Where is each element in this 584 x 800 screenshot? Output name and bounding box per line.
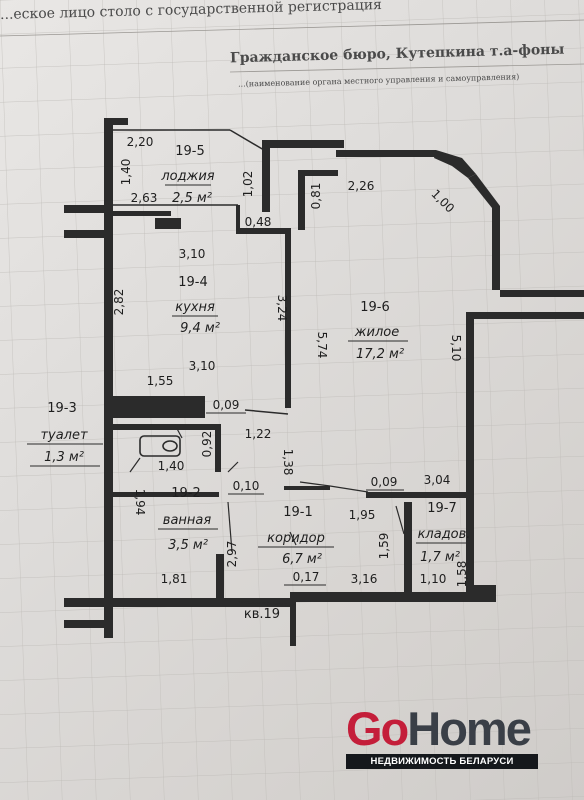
- dim-label: 3,10: [179, 247, 206, 261]
- room-code-living: 19-6: [360, 300, 390, 315]
- room-code-corridor: 19-1: [283, 505, 313, 520]
- dim-label: 0,09: [371, 475, 398, 489]
- toilet-fixture-icon: [139, 435, 181, 457]
- logo-word-home: Home: [407, 702, 532, 755]
- dim-label: 1,00: [428, 187, 457, 216]
- room-area-toilet: 1,3 м²: [44, 450, 84, 465]
- logo-word-go: Go: [346, 702, 409, 755]
- dim-label: 1,94: [133, 489, 147, 516]
- room-name-toilet: туалет: [40, 428, 88, 443]
- dim-label: 2,63: [131, 191, 158, 205]
- dim-label: 1,95: [349, 508, 376, 522]
- dim-label: 0,09: [213, 398, 240, 412]
- room-code-kitchen: 19-4: [178, 275, 208, 290]
- dim-label: 0,81: [309, 183, 323, 210]
- dim-label: 1,38: [281, 449, 295, 476]
- dim-label: 0,92: [200, 431, 214, 458]
- dim-label: 1,81: [161, 572, 188, 586]
- dim-label: 2,20: [127, 135, 154, 149]
- dim-label: 3,16: [351, 572, 378, 586]
- room-code-storage: 19-7: [427, 501, 457, 516]
- dim-label: 1,22: [245, 427, 272, 441]
- room-name-kitchen: кухня: [175, 300, 215, 315]
- logo-tagline: НЕДВИЖИМОСТЬ БЕЛАРУСИ: [346, 754, 538, 769]
- room-area-corridor: 6,7 м²: [282, 552, 322, 567]
- logo-wordmark: GoHome: [346, 705, 538, 753]
- dim-label: 5,10: [449, 335, 463, 362]
- dim-label: 3,04: [424, 473, 451, 487]
- room-name-loggia: лоджия: [160, 169, 214, 184]
- dim-label: 2,97: [225, 541, 239, 568]
- gohome-logo: GoHome НЕДВИЖИМОСТЬ БЕЛАРУСИ: [346, 705, 538, 769]
- dim-label: 1,40: [119, 159, 133, 186]
- room-area-living: 17,2 м²: [356, 347, 404, 362]
- dim-label: 1,10: [420, 572, 447, 586]
- room-code-bath: 19-2: [171, 486, 201, 501]
- walls: [64, 118, 584, 646]
- dim-label: 0,10: [233, 479, 260, 493]
- dim-label: 3,24: [275, 295, 289, 322]
- dim-label: 1,02: [241, 171, 255, 198]
- room-area-kitchen: 9,4 м²: [180, 321, 220, 336]
- dim-label: 3,10: [189, 359, 216, 373]
- room-name-living: жилое: [354, 325, 399, 340]
- dim-label: 0,17: [293, 570, 320, 584]
- dim-label: 1,59: [377, 533, 391, 560]
- room-area-bath: 3,5 м²: [168, 538, 208, 553]
- dim-label: 0,48: [245, 215, 272, 229]
- room-area-storage: 1,7 м²: [420, 550, 460, 565]
- room-area-loggia: 2,5 м²: [172, 191, 212, 206]
- room-name-bath: ванная: [163, 513, 212, 528]
- apartment-number-label: кв.19: [244, 607, 280, 622]
- room-code-toilet: 19-3: [47, 401, 77, 416]
- dim-label: 2,82: [112, 289, 126, 316]
- room-name-storage: кладов.: [418, 527, 471, 542]
- thin-lines: [113, 129, 405, 606]
- room-name-corridor: коридор: [267, 531, 325, 546]
- dim-label: 5,74: [315, 332, 329, 359]
- dim-label: 1,58: [455, 561, 469, 588]
- dim-label: 1,40: [158, 459, 185, 473]
- dim-label: 2,26: [348, 179, 375, 193]
- room-code-loggia: 19-5: [175, 144, 205, 159]
- dim-label: 1,55: [147, 374, 174, 388]
